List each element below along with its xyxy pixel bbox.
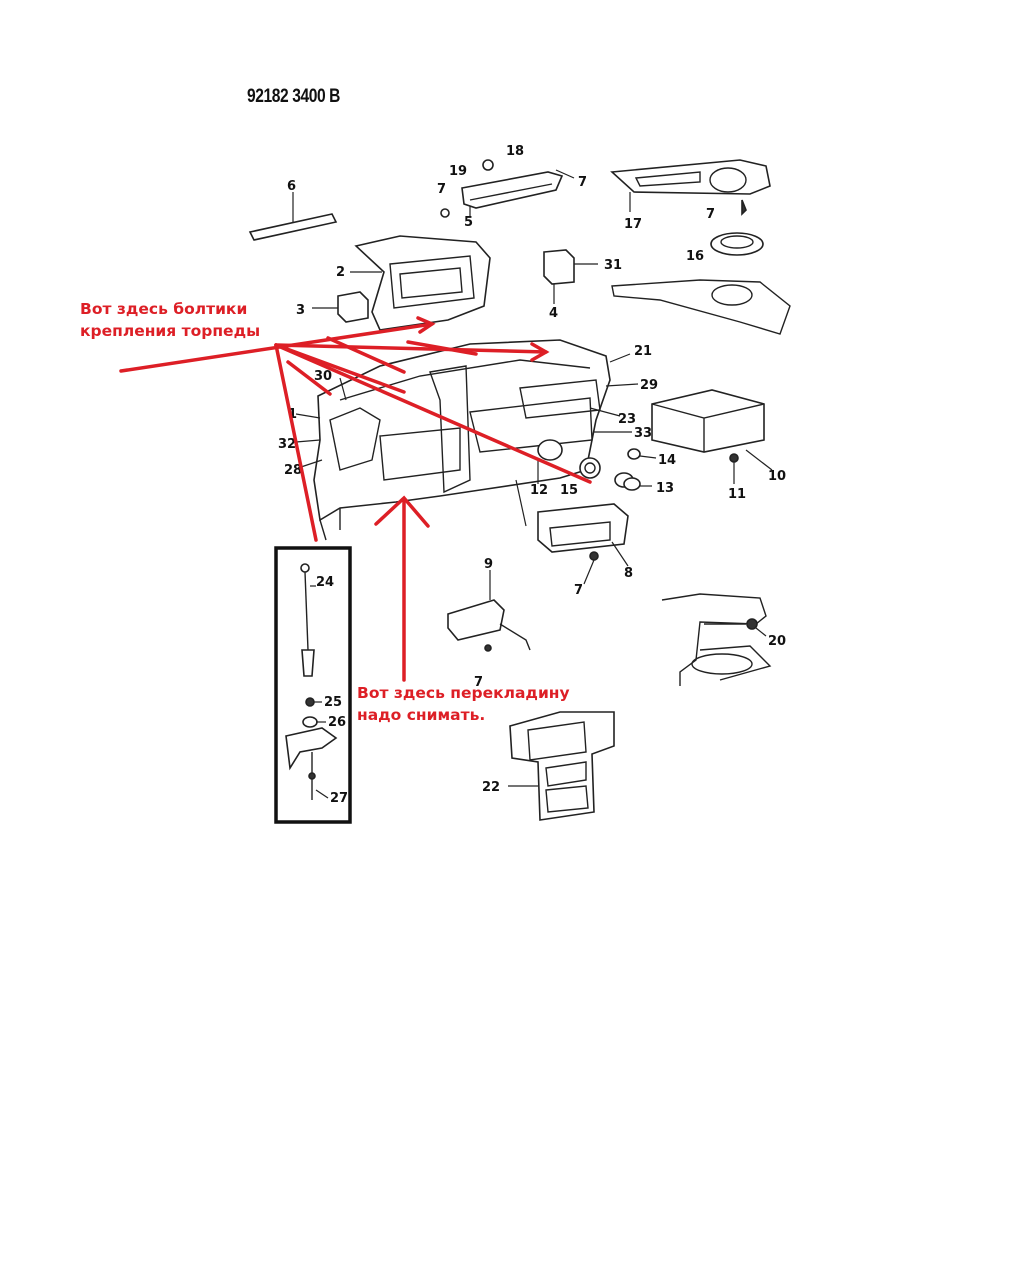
label-6: 6 — [287, 179, 296, 194]
label-11: 11 — [728, 487, 746, 502]
label-29: 29 — [640, 378, 658, 393]
label-28: 28 — [284, 463, 302, 478]
part-9-module — [447, 570, 531, 652]
label-7-module: 7 — [474, 675, 483, 690]
label-7-right: 7 — [578, 175, 587, 190]
part-number-labels: 6 18 19 7 7 5 17 7 16 2 31 3 4 21 29 30 … — [278, 144, 786, 806]
label-10: 10 — [768, 469, 786, 484]
document-code: 92182 3400 B — [247, 86, 340, 107]
label-7-panel: 7 — [706, 207, 715, 222]
label-16: 16 — [686, 249, 704, 264]
part-3-block — [312, 291, 369, 323]
part-31-switch — [543, 249, 598, 304]
label-27: 27 — [330, 791, 348, 806]
label-32: 32 — [278, 437, 296, 452]
label-8: 8 — [624, 566, 633, 581]
annotation-bolts-note: Вот здесь болтики крепления торпеды — [80, 300, 261, 340]
label-26: 26 — [328, 715, 346, 730]
label-12: 12 — [530, 483, 548, 498]
label-24: 24 — [316, 575, 334, 590]
annotation-arrows — [119, 316, 592, 682]
label-25: 25 — [324, 695, 342, 710]
label-7-radio: 7 — [574, 583, 583, 598]
part-10-radio-box — [651, 389, 773, 484]
label-9: 9 — [484, 557, 493, 572]
part-8-radio — [515, 479, 629, 585]
part-16-speaker — [710, 232, 764, 256]
label-13: 13 — [656, 481, 674, 496]
part-17-top-panel — [610, 159, 771, 216]
label-33: 33 — [634, 426, 652, 441]
part-6-trim-strip — [248, 192, 338, 241]
parts-13-14-15-knobs — [579, 448, 657, 491]
label-19: 19 — [449, 164, 467, 179]
part-2-instrument-bezel — [350, 235, 491, 331]
label-4: 4 — [549, 306, 558, 321]
label-7-top: 7 — [437, 182, 446, 197]
label-21: 21 — [634, 344, 652, 359]
label-23: 23 — [618, 412, 636, 427]
annotation-crossbar-note: Вот здесь перекладину надо снимать. — [357, 684, 570, 724]
label-22: 22 — [482, 780, 500, 795]
label-15: 15 — [560, 483, 578, 498]
antenna-detail-box — [274, 546, 352, 824]
label-14: 14 — [658, 453, 676, 468]
part-20-side-detail — [661, 593, 772, 686]
label-30: 30 — [314, 369, 332, 384]
label-31: 31 — [604, 258, 622, 273]
label-3: 3 — [296, 303, 305, 318]
label-20: 20 — [768, 634, 786, 649]
label-5: 5 — [464, 215, 473, 230]
label-1: 1 — [288, 407, 297, 422]
part-5-bracket — [440, 159, 575, 218]
part-22-center-bezel — [508, 711, 615, 821]
upper-dash-outline — [611, 279, 791, 335]
label-18: 18 — [506, 144, 524, 159]
label-2: 2 — [336, 265, 345, 280]
label-17: 17 — [624, 217, 642, 232]
